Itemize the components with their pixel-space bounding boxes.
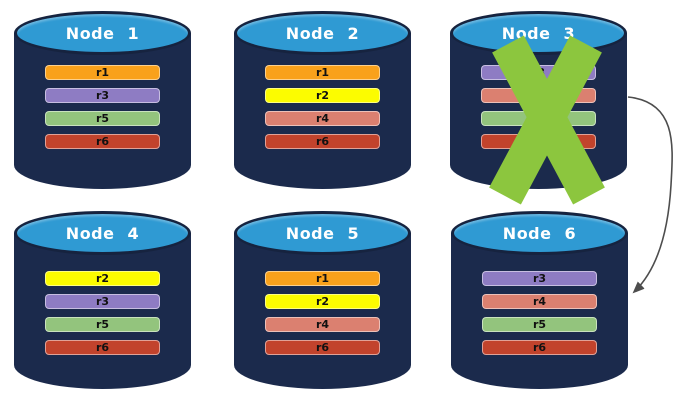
replica-list: r3 — [450, 65, 627, 157]
node-4-cylinder: Node 4 r2 r3 r5 r6 — [14, 211, 191, 389]
replica-bar: r2 — [265, 294, 380, 309]
cylinder-top: Node 3 — [450, 11, 627, 55]
replica-bar: r2 — [45, 271, 160, 286]
replica-bar: r6 — [265, 340, 380, 355]
replica-label: r3 — [531, 66, 546, 79]
replica-bar: r5 — [45, 317, 160, 332]
replica-label: r5 — [95, 112, 110, 125]
replica-bar: r1 — [265, 271, 380, 286]
replica-bar: r2 — [265, 88, 380, 103]
replica-label: r1 — [95, 66, 110, 79]
replica-bar: r6 — [45, 134, 160, 149]
replica-list: r1 r2 r4 r6 — [234, 271, 411, 363]
cylinder-body — [14, 233, 191, 389]
replica-label: r1 — [315, 66, 330, 79]
replica-bar — [481, 111, 596, 126]
replica-bar: r4 — [265, 111, 380, 126]
node-3-cylinder: Node 3 r3 — [450, 11, 627, 205]
replica-label: r3 — [95, 295, 110, 308]
cylinder-top: Node 5 — [234, 211, 411, 255]
replica-bar: r6 — [482, 340, 597, 355]
replica-label: r3 — [532, 272, 547, 285]
node-title: Node 2 — [285, 23, 360, 43]
replica-bar: r5 — [45, 111, 160, 126]
replica-bar: r6 — [45, 340, 160, 355]
node-1-cylinder: Node 1 r1 r3 r5 r6 — [14, 11, 191, 189]
node-title: Node 6 — [502, 223, 577, 243]
replica-list: r2 r3 r5 r6 — [14, 271, 191, 363]
replica-bar: r5 — [482, 317, 597, 332]
cylinder-top: Node 4 — [14, 211, 191, 255]
replica-label: r6 — [95, 135, 110, 148]
replica-bar: r3 — [45, 294, 160, 309]
replica-label: r6 — [315, 135, 330, 148]
replica-bar — [481, 88, 596, 103]
replica-bar: r4 — [482, 294, 597, 309]
replica-label: r5 — [532, 318, 547, 331]
cylinder-top: Node 2 — [234, 11, 411, 55]
replica-label: r6 — [532, 341, 547, 354]
replica-list: r3 r4 r5 r6 — [451, 271, 628, 363]
replica-label: r2 — [315, 295, 330, 308]
node-6-cylinder: Node 6 r3 r4 r5 r6 — [451, 211, 628, 389]
replica-label: r6 — [95, 341, 110, 354]
replica-label: r3 — [95, 89, 110, 102]
replica-label: r4 — [532, 295, 547, 308]
node-title: Node 3 — [501, 23, 576, 43]
replica-list: r1 r3 r5 r6 — [14, 65, 191, 157]
replica-label: r2 — [315, 89, 330, 102]
replica-bar: r1 — [45, 65, 160, 80]
replica-bar: r3 — [45, 88, 160, 103]
cylinder-top: Node 1 — [14, 11, 191, 55]
replica-label: r4 — [315, 112, 330, 125]
node-2-cylinder: Node 2 r1 r2 r4 r6 — [234, 11, 411, 189]
replica-list: r1 r2 r4 r6 — [234, 65, 411, 157]
replica-label: r5 — [95, 318, 110, 331]
replica-bar: r1 — [265, 65, 380, 80]
replica-label: r6 — [315, 341, 330, 354]
replica-bar: r3 — [481, 65, 596, 80]
replica-bar: r6 — [265, 134, 380, 149]
node-title: Node 4 — [65, 223, 140, 243]
replica-label: r2 — [95, 272, 110, 285]
cylinder-body — [234, 233, 411, 389]
cylinder-top: Node 6 — [451, 211, 628, 255]
cylinder-body — [451, 233, 628, 389]
replica-bar — [481, 134, 596, 149]
replica-label: r1 — [315, 272, 330, 285]
replica-bar: r4 — [265, 317, 380, 332]
node-title: Node 5 — [285, 223, 360, 243]
replica-bar: r3 — [482, 271, 597, 286]
replica-label: r4 — [315, 318, 330, 331]
node-5-cylinder: Node 5 r1 r2 r4 r6 — [234, 211, 411, 389]
node-title: Node 1 — [65, 23, 140, 43]
